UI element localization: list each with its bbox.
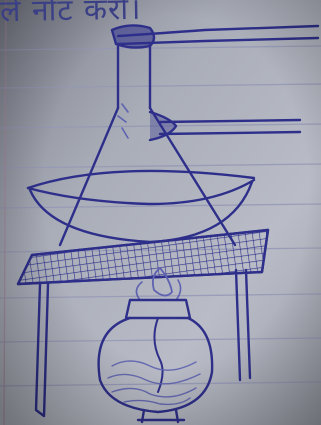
handwritten-caption: ले नोट करो। bbox=[0, 0, 142, 30]
